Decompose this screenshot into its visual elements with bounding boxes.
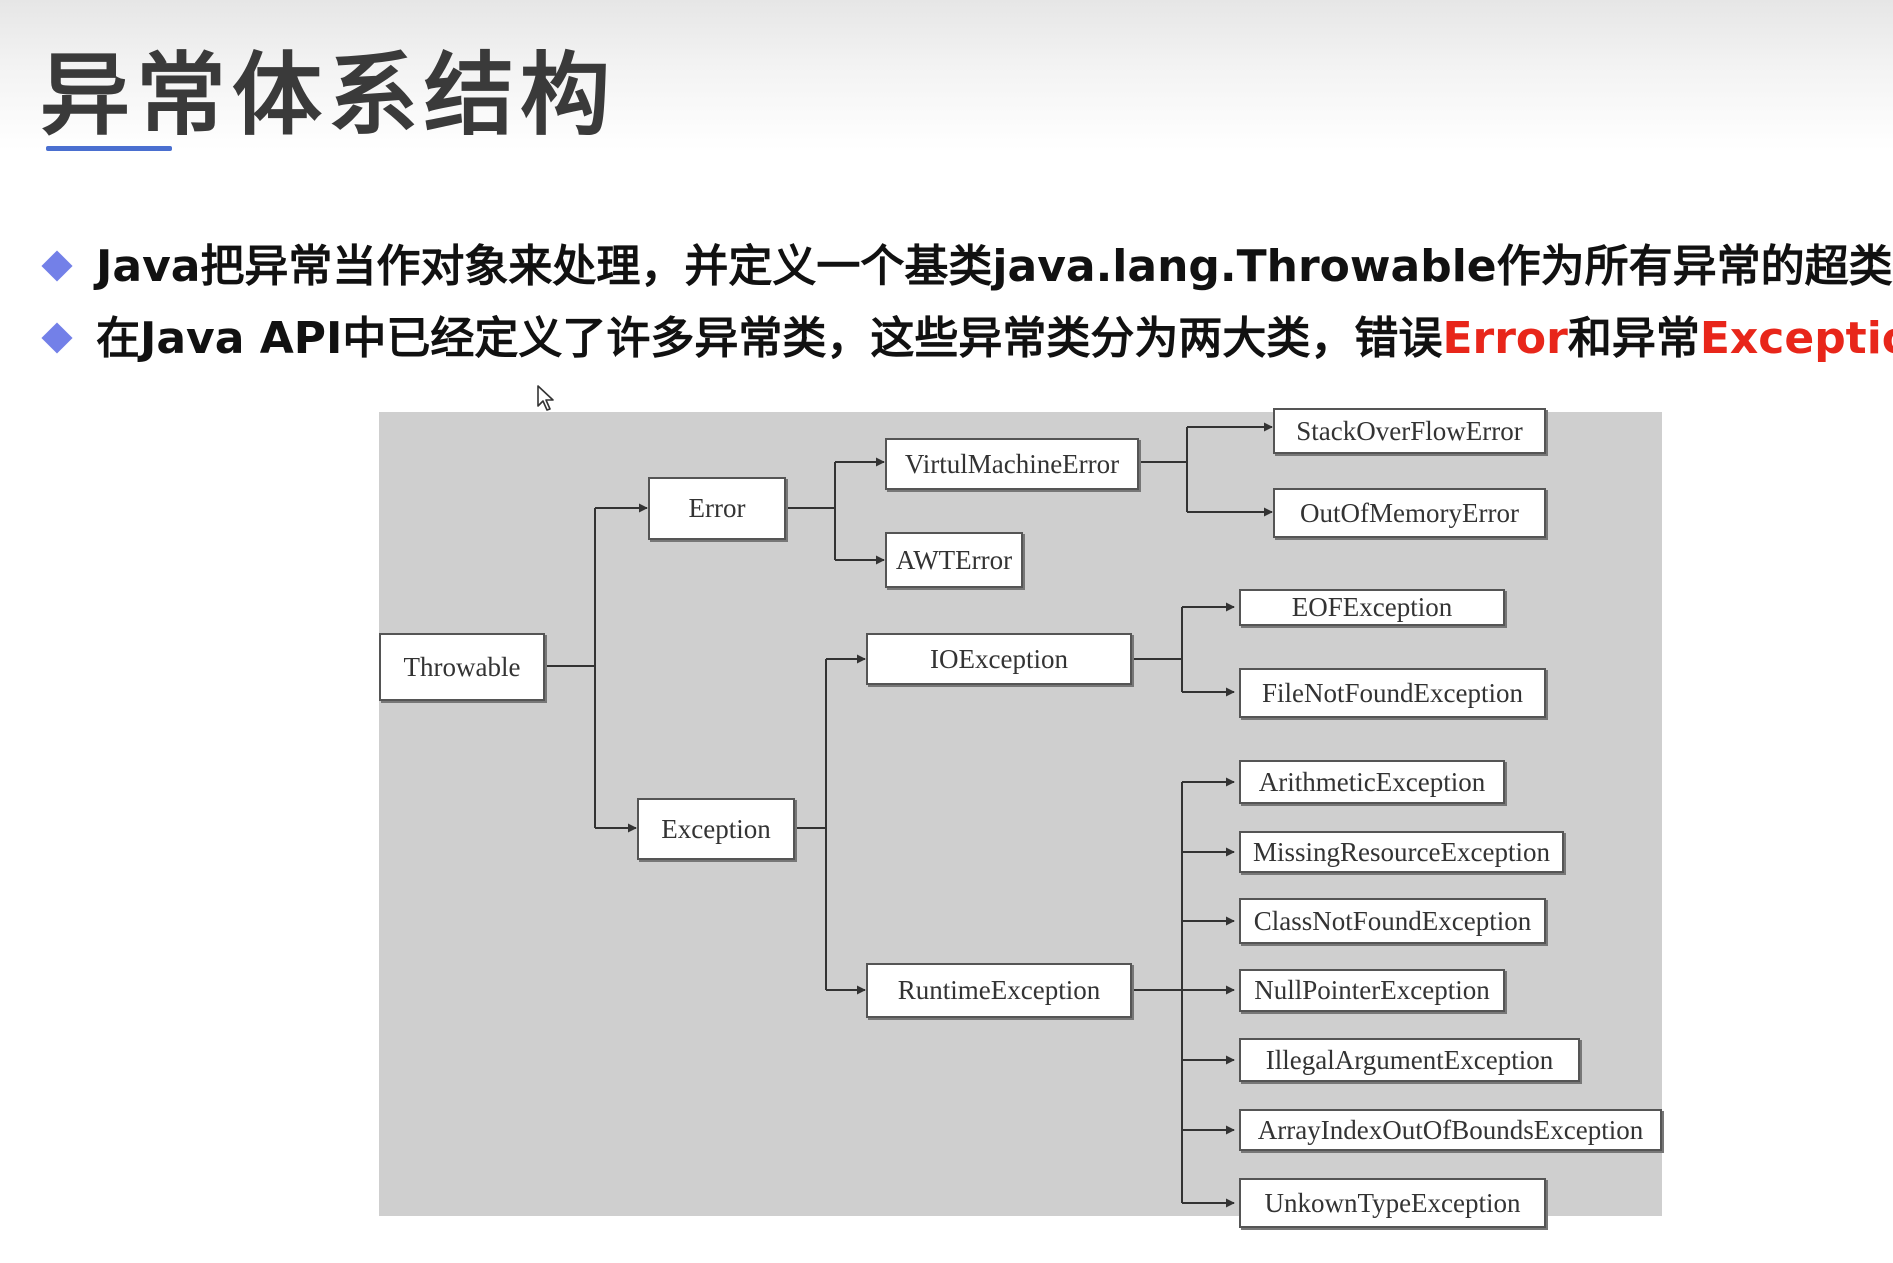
node-illegal-argument-exception: IllegalArgumentException: [1239, 1038, 1580, 1082]
diamond-bullet-icon: [41, 322, 73, 354]
node-out-of-memory-error: OutOfMemoryError: [1273, 488, 1546, 538]
bullet-1-text: Java把异常当作对象来处理，并定义一个基类java.lang.Throwabl…: [96, 241, 1893, 292]
node-error: Error: [648, 477, 786, 540]
node-null-pointer-exception: NullPointerException: [1239, 969, 1505, 1012]
node-array-index-out-of-bounds-exception: ArrayIndexOutOfBoundsException: [1239, 1109, 1662, 1151]
exception-hierarchy-diagram: Throwable Error Exception VirtulMachineE…: [379, 408, 1662, 1228]
diamond-bullet-icon: [41, 250, 73, 282]
connector-lines: [544, 422, 1273, 1208]
node-arithmetic-exception: ArithmeticException: [1239, 760, 1505, 804]
node-throwable: Throwable: [379, 633, 545, 701]
title-underline: [46, 146, 172, 151]
node-exception: Exception: [637, 798, 795, 860]
node-awt-error: AWTError: [885, 532, 1023, 588]
error-keyword: Error: [1442, 313, 1568, 364]
slide-title: 异常体系结构: [40, 43, 616, 148]
header-band: [0, 0, 1893, 150]
bullet-2-mid: 和异常: [1567, 313, 1700, 364]
mouse-cursor-icon: [537, 385, 554, 411]
exception-keyword: Exception: [1699, 313, 1893, 364]
node-file-not-found-exception: FileNotFoundException: [1239, 668, 1546, 718]
node-virtual-machine-error: VirtulMachineError: [885, 438, 1139, 490]
node-unknown-type-exception: UnkownTypeException: [1239, 1178, 1546, 1228]
bullet-2-prefix: 在Java API中已经定义了许多异常类，这些异常类分为两大类，错误: [96, 313, 1443, 364]
node-class-not-found-exception: ClassNotFoundException: [1239, 898, 1546, 944]
bullet-item-1: Java把异常当作对象来处理，并定义一个基类java.lang.Throwabl…: [40, 230, 1893, 294]
bullet-item-2: 在Java API中已经定义了许多异常类，这些异常类分为两大类，错误Error和…: [40, 302, 1893, 366]
node-eof-exception: EOFException: [1239, 589, 1505, 626]
node-stack-overflow-error: StackOverFlowError: [1273, 408, 1546, 454]
node-io-exception: IOException: [866, 633, 1132, 685]
node-missing-resource-exception: MissingResourceException: [1239, 831, 1564, 873]
node-runtime-exception: RuntimeException: [866, 963, 1132, 1018]
